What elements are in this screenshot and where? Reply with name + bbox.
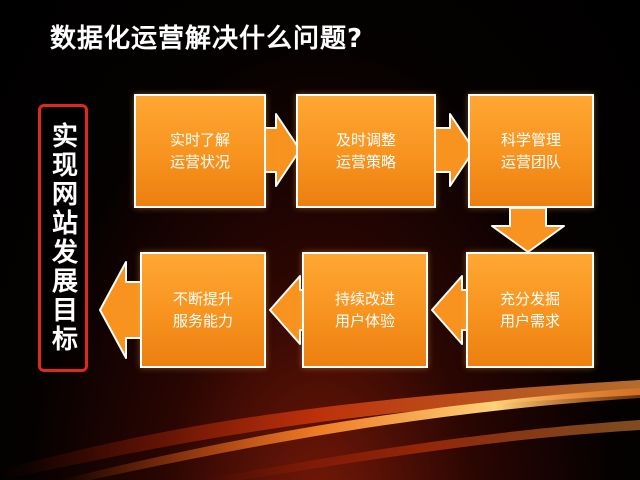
- step-box-1: 实时了解 运营状况: [134, 94, 266, 208]
- arrow-down: [491, 207, 565, 253]
- step-box-6: 不断提升 服务能力: [140, 252, 266, 368]
- goal-label: 实现网站发展目标: [38, 104, 88, 372]
- page-title: 数据化运营解决什么问题?: [50, 24, 364, 54]
- step-box-5: 持续改进 用户体验: [302, 252, 428, 368]
- step-box-2: 及时调整 运营策略: [296, 94, 436, 208]
- step-box-4: 充分发掘 用户需求: [466, 252, 594, 368]
- step-box-3: 科学管理 运营团队: [468, 94, 594, 208]
